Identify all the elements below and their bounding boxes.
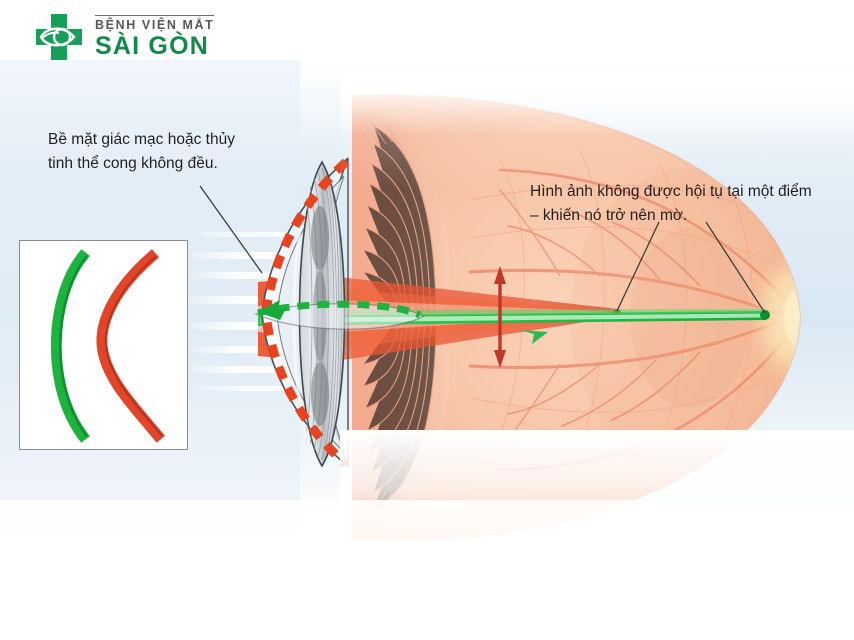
- leader-to-red-focus: [616, 221, 660, 312]
- blur-interval-arrow: [494, 266, 506, 368]
- irregular-curve-red-edge: [104, 255, 163, 437]
- horizontal-green-meridian: [254, 300, 548, 344]
- vertical-red-meridian: [261, 158, 350, 468]
- optic-nerve-head: [748, 246, 800, 390]
- regular-curve-green-edge: [59, 255, 88, 437]
- cornea-and-lens: [254, 157, 548, 469]
- logo-text-line1: BỆNH VIỆN MẮT: [95, 15, 215, 32]
- incoming-light-rays: [186, 232, 300, 391]
- regular-curve-green: [50, 249, 90, 443]
- irregular-curve-red: [96, 249, 166, 443]
- leader-to-cornea: [199, 185, 263, 274]
- caption-blurred-focus: Hình ảnh không được hội tụ tại một điểm …: [530, 183, 812, 224]
- curvature-comparison-inset: [19, 240, 188, 450]
- caption-cornea-curvature: Bề mặt giác mạc hoặc thủy tinh thể cong …: [48, 131, 235, 172]
- logo-text-line2: SÀI GÒN: [95, 31, 209, 60]
- hospital-logo: BỆNH VIỆN MẮT SÀI GÒN: [34, 12, 215, 62]
- green-cross-with-eye-icon: [36, 14, 82, 60]
- leader-to-green-focus: [705, 221, 766, 314]
- leader-lines: [199, 185, 766, 314]
